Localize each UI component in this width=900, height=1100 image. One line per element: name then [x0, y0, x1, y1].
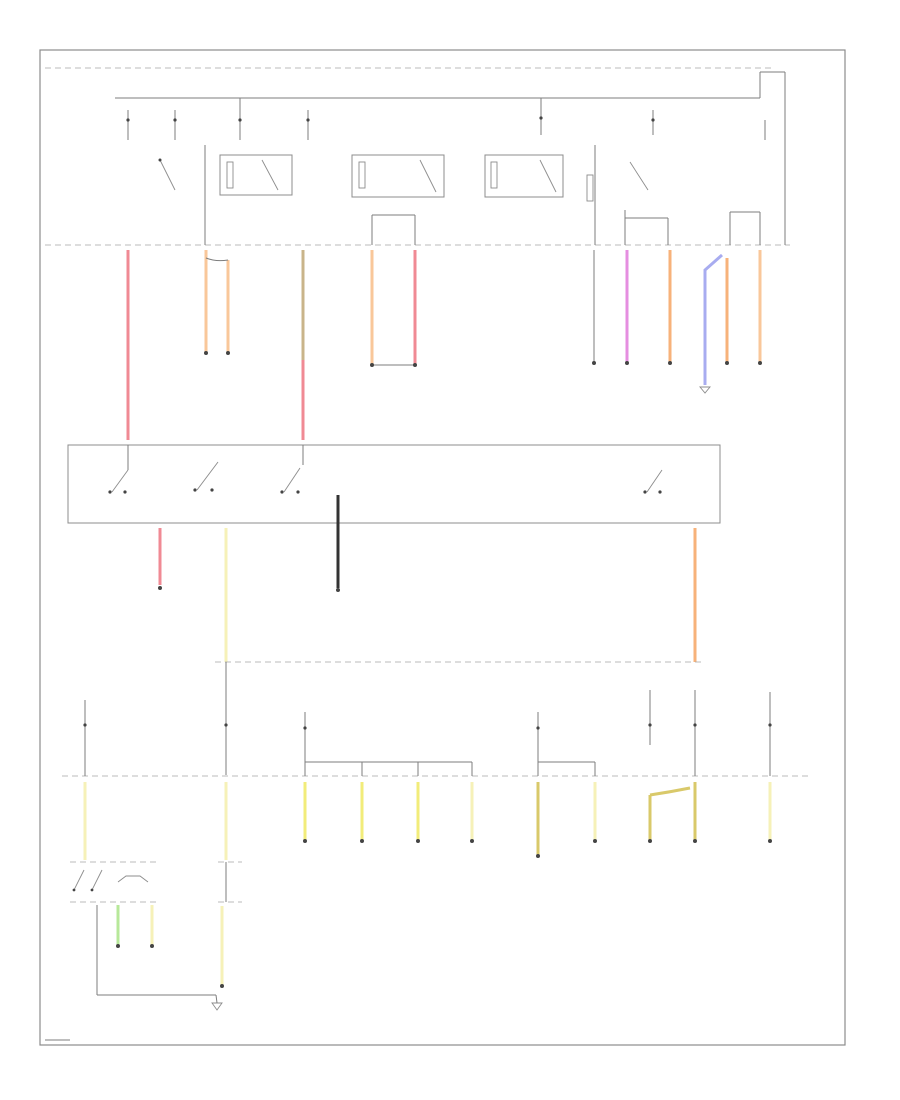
- fuse-icon: [126, 98, 766, 140]
- underhood-fuse-relay-box: [45, 67, 790, 246]
- relay-coil-icon: [158, 154, 649, 202]
- lower-left-relay-module: [70, 861, 216, 996]
- ignition-output-wires: [158, 495, 705, 775]
- interior-fuse-box: [62, 690, 812, 777]
- ignition-switch: [67, 444, 721, 524]
- switch-contact-icon: [108, 461, 663, 494]
- diagram-frame: [39, 49, 846, 1046]
- fuse-icon: [83, 690, 772, 776]
- lower-center-switch: [211, 861, 242, 1011]
- splice-node-icon: [303, 839, 772, 858]
- switch-contact-icon: [72, 869, 149, 892]
- top-circuit-wires: [126, 250, 762, 440]
- ground-icon: [699, 386, 711, 394]
- splice-node-icon: [204, 351, 762, 367]
- bottom-circuit-wires: [83, 782, 772, 860]
